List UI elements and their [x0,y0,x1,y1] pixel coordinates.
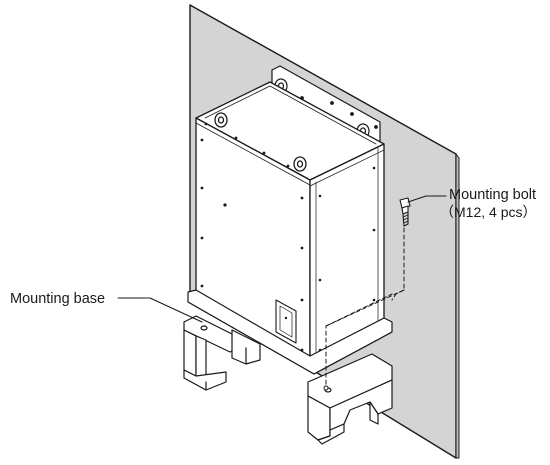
cabinet [195,81,385,365]
access-cover [275,299,297,344]
mounting-base-left [183,315,261,391]
bolt-hole [323,385,329,391]
mounting-base-right [307,353,393,445]
mounting-bolt-icon [399,197,411,227]
bolt-hidden-lines [325,227,405,387]
base-leader-line [117,297,203,323]
bolt-spec-label: （M12, 4 pcs） [440,204,536,220]
mounting-bolt-label: Mounting bolt [449,187,536,203]
bolt-leader-line [407,195,447,203]
cabinet-base-plate [187,289,393,375]
mounting-base-label: Mounting base [10,291,105,307]
